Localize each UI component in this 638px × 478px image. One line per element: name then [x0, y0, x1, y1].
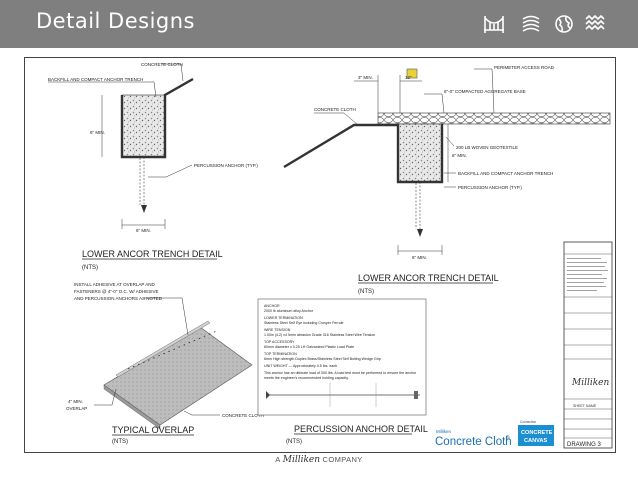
label-percussion-2: PERCUSSION ANCHOR (TYP.) — [458, 185, 522, 190]
aggregate-base — [377, 112, 611, 125]
label-aggregate: 6"-0" COMPACTED AGGREGATE BASE — [444, 89, 526, 94]
spec-line-9: TOP TERMINATION — [264, 352, 297, 356]
detail-4-percussion-anchor: ANCHOR 2000 lb aluminum alloy Anchor LOW… — [257, 298, 428, 445]
detail-3-typical-overlap: INSTALL ADHESIVE AT OVERLAP AND FASTENER… — [66, 282, 264, 445]
footer-brand-logo: Milliken — [282, 455, 321, 465]
detail-2-lower-trench: PERIMETER ACCESS ROAD 3" MIN. 12" 6"-0" … — [283, 65, 611, 295]
spec-line-11: UNIT WEIGHT — Approximately 0.5 lbs. eac… — [264, 364, 337, 368]
title-block-drawing: DRAWING 3 — [567, 442, 601, 448]
spec-line-3: LOWER TERMINATION — [264, 316, 303, 320]
label-min-offset: 3" MIN. — [358, 75, 373, 80]
spec-line-4: Stainless Steel Self Eye including Crosp… — [264, 321, 344, 325]
road-marker — [406, 68, 418, 79]
spec-line-12: This anchor has an ultimate load of 300 … — [264, 371, 417, 375]
overlap-min: 4" MIN. — [68, 399, 83, 404]
globe-icon — [555, 15, 573, 33]
footer-tagline: A Milliken COMPANY — [0, 455, 638, 465]
spec-line-10: 6mm High strength Duplex Brass/Stainless… — [264, 357, 381, 361]
note-line-1: INSTALL ADHESIVE AT OVERLAP AND — [74, 282, 156, 287]
note-line-3: AND PERCUSSION ANCHORS AS NOTED — [74, 296, 163, 301]
road-cloth-line — [283, 123, 444, 184]
label-concrete-cloth: CONCRETE CLOTH — [141, 62, 183, 67]
detail-2-scale: (NTS) — [358, 289, 374, 295]
title-block-sheet: SHEET NAME — [573, 404, 597, 408]
spec-line-7: TOP ACCESSORY — [264, 340, 295, 344]
waves-icon — [585, 14, 605, 31]
detail-3-scale: (NTS) — [112, 439, 128, 445]
label-concrete-cloth-2: CONCRETE CLOTH — [314, 107, 356, 112]
detail-1-title: LOWER ANCOR TRENCH DETAIL — [82, 249, 223, 259]
layers-icon — [522, 15, 540, 32]
fastener-line — [127, 329, 220, 370]
spec-line-2: 2000 lb aluminum alloy Anchor — [264, 309, 314, 313]
detail-1-lower-trench: CONCRETE CLOTH BACKFILL AND COMPACT ANCH… — [48, 62, 258, 271]
logo-product: Concrete Cloth — [435, 436, 512, 448]
spec-line-5: WIRE TENSION — [264, 328, 291, 332]
logo-mark: ® — [506, 434, 510, 441]
anchor-tip-2 — [417, 229, 423, 237]
detail-2-title: LOWER ANCOR TRENCH DETAIL — [358, 273, 499, 283]
spec-line-13: meets the engineer's recommended holding… — [264, 376, 349, 380]
logo-milliken-small: Milliken — [436, 429, 452, 434]
overlap-label: OVERLAP — [66, 406, 87, 411]
logo-connection: Connection — [520, 420, 536, 424]
trench-cloth-line — [120, 77, 194, 159]
label-offset: 12" — [405, 75, 412, 80]
label-backfill: BACKFILL AND COMPACT ANCHOR TRENCH — [48, 77, 143, 82]
label-min-depth: 6" MIN. — [90, 130, 105, 135]
label-percussion: PERCUSSION ANCHOR (TYP.) — [194, 163, 258, 168]
page-title: Detail Designs — [36, 9, 195, 33]
footer-prefix: A — [275, 455, 281, 464]
header-bar: Detail Designs — [0, 0, 638, 48]
badge-text-2: CANVAS — [524, 438, 547, 444]
concrete-canvas-badge — [518, 425, 554, 446]
spec-line-6: 1.00in (4.2) x4 5mm abrasion Grade 316 S… — [264, 333, 375, 337]
label-concrete-cloth-3: CONCRETE CLOTH — [222, 413, 264, 418]
anchor-tip — [141, 205, 147, 213]
drawing-sheet: CONCRETE CLOTH BACKFILL AND COMPACT ANCH… — [24, 57, 616, 453]
note-line-2: FASTENERS @ 4"-0" O.C. W/ ADHESIVE — [74, 289, 159, 294]
bridge-icon — [484, 16, 504, 33]
label-min-depth-2: 6" MIN. — [452, 153, 467, 158]
detail-4-scale: (NTS) — [286, 439, 302, 445]
title-block: Milliken SHEET NAME DRAWING 3 — [563, 241, 613, 449]
spec-line-8: 60mm diameter x 0.25 LH Galvanized Plast… — [264, 345, 354, 349]
label-geotextile: 200 LB WOVEN GEOTEXTILE — [456, 145, 518, 150]
concrete-cloth-logo: Milliken Concrete Cloth ® Connection CON… — [435, 420, 554, 448]
detail-1-scale: (NTS) — [82, 265, 98, 271]
label-min-width-2: 6" MIN. — [412, 255, 427, 260]
label-perimeter-road: PERIMETER ACCESS ROAD — [494, 65, 555, 70]
spec-line-1: ANCHOR — [264, 304, 280, 308]
footer-suffix: COMPANY — [322, 455, 363, 464]
title-block-brand: Milliken — [571, 378, 610, 388]
label-backfill-2: BACKFILL AND COMPACT ANCHOR TRENCH — [458, 171, 553, 176]
detail-4-title: PERCUSSION ANCHOR DETAIL — [294, 424, 428, 434]
badge-text-1: CONCRETE — [521, 430, 553, 436]
detail-3-title: TYPICAL OVERLAP — [112, 425, 194, 435]
label-min-width: 6" MIN. — [136, 228, 151, 233]
anchor-spec-box — [257, 298, 427, 416]
